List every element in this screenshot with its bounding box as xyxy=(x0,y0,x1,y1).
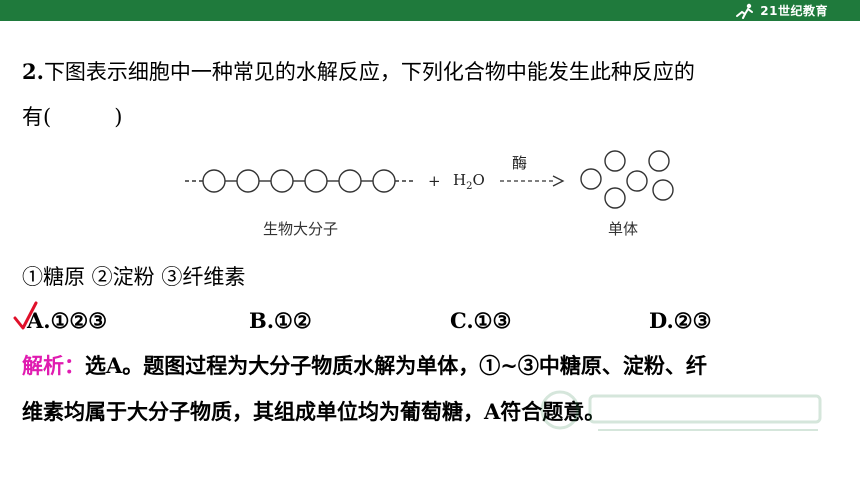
water-formula: H2O xyxy=(453,171,485,192)
enzyme-label: 酶 xyxy=(512,154,527,172)
option-d[interactable]: D.②③ xyxy=(649,308,712,333)
brand-logo: 21世纪教育 xyxy=(734,1,828,20)
header-bar: 21世纪教育 xyxy=(0,0,860,21)
analysis-line-2: 维素均属于大分子物质，其组成单位均为葡萄糖，A符合题意。 xyxy=(22,399,606,424)
hydrolysis-diagram: + H2O 酶 生物大分子 单体 xyxy=(185,150,674,238)
logo-text: 21世纪教育 xyxy=(760,4,828,18)
reaction-arrow xyxy=(500,175,565,187)
plus-sign: + xyxy=(428,172,441,190)
question-stem: 下图表示细胞中一种常见的水解反应，下列化合物中能发生此种反应的 xyxy=(43,60,695,84)
option-a[interactable]: A.①②③ xyxy=(27,308,108,333)
polymer-chain xyxy=(185,169,413,193)
polymer-caption: 生物大分子 xyxy=(263,220,338,238)
analysis-label: 解析： xyxy=(22,353,85,378)
monomer-caption: 单体 xyxy=(608,220,638,238)
compound-list: ①糖原 ②淀粉 ③纤维素 xyxy=(22,265,246,289)
option-b[interactable]: B.①② xyxy=(249,308,312,333)
analysis-text-1: 题图过程为大分子物质水解为单体，①~③中糖原、淀粉、纤 xyxy=(143,353,707,378)
question-number: 2. xyxy=(22,59,44,84)
question-line-1: 2.下图表示细胞中一种常见的水解反应，下列化合物中能发生此种反应的 xyxy=(22,58,695,86)
monomers xyxy=(580,150,674,209)
option-c[interactable]: C.①③ xyxy=(450,308,512,333)
question-line-2: 有( ) xyxy=(22,105,123,129)
analysis-line-1: 解析：选A。题图过程为大分子物质水解为单体，①~③中糖原、淀粉、纤 xyxy=(22,352,707,380)
analysis-answer: 选A。 xyxy=(85,353,144,378)
correct-check-icon xyxy=(13,301,38,330)
watermark-logo xyxy=(540,390,822,431)
runner-icon xyxy=(736,3,754,19)
